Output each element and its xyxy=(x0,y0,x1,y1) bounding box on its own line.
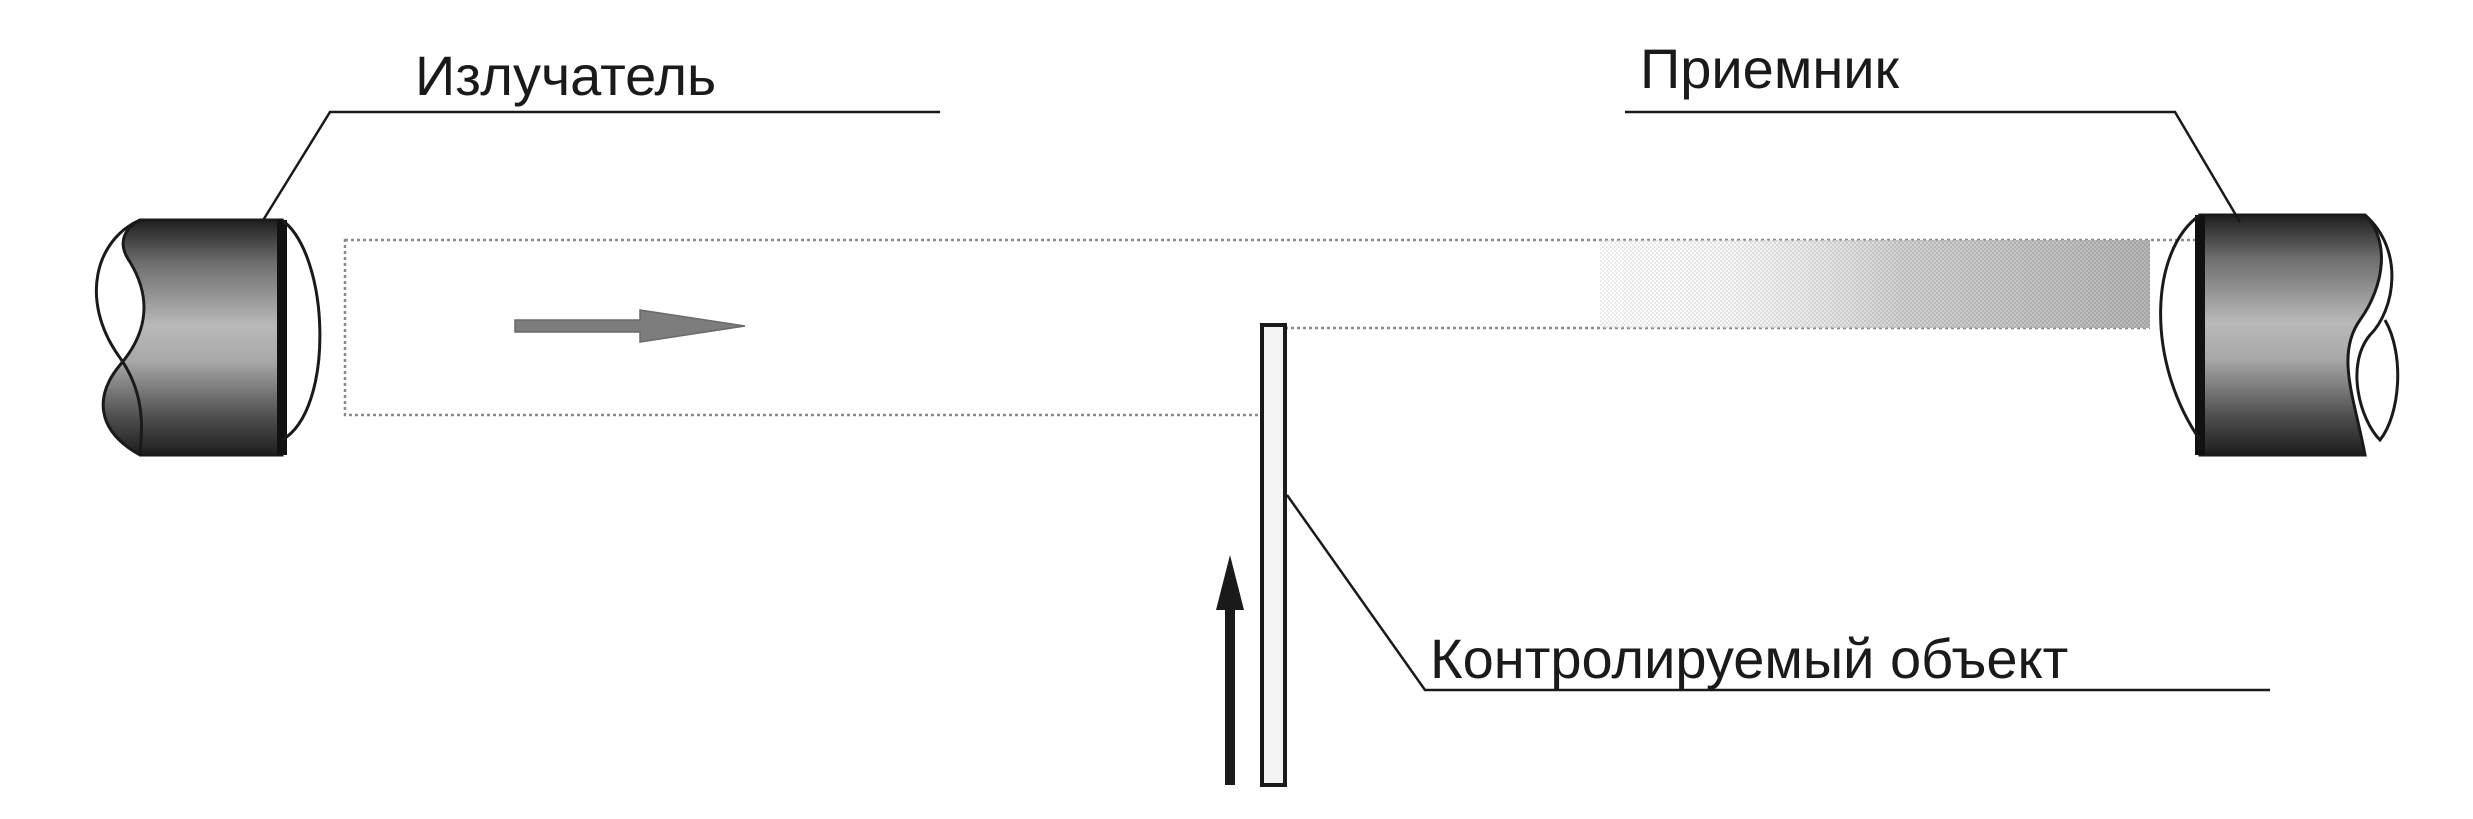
light-beam xyxy=(343,238,2255,420)
receiver-leader xyxy=(1625,110,2242,223)
arrow-right-icon xyxy=(514,309,746,343)
beam-texture xyxy=(1600,240,2150,328)
leader-lines xyxy=(260,110,2270,692)
object-leader xyxy=(1285,494,2270,692)
receiver-cylinder-icon xyxy=(2159,213,2400,457)
receiver-label: Приемник xyxy=(1640,37,1900,100)
controlled-object xyxy=(1260,323,1287,787)
emitter-leader xyxy=(260,110,940,223)
arrow-up-icon xyxy=(1216,555,1244,785)
object-label: Контролируемый объект xyxy=(1430,627,2068,690)
emitter-label: Излучатель xyxy=(415,44,716,107)
beam-shadow-mask xyxy=(1285,330,2255,420)
emitter-cylinder-icon xyxy=(95,218,322,457)
